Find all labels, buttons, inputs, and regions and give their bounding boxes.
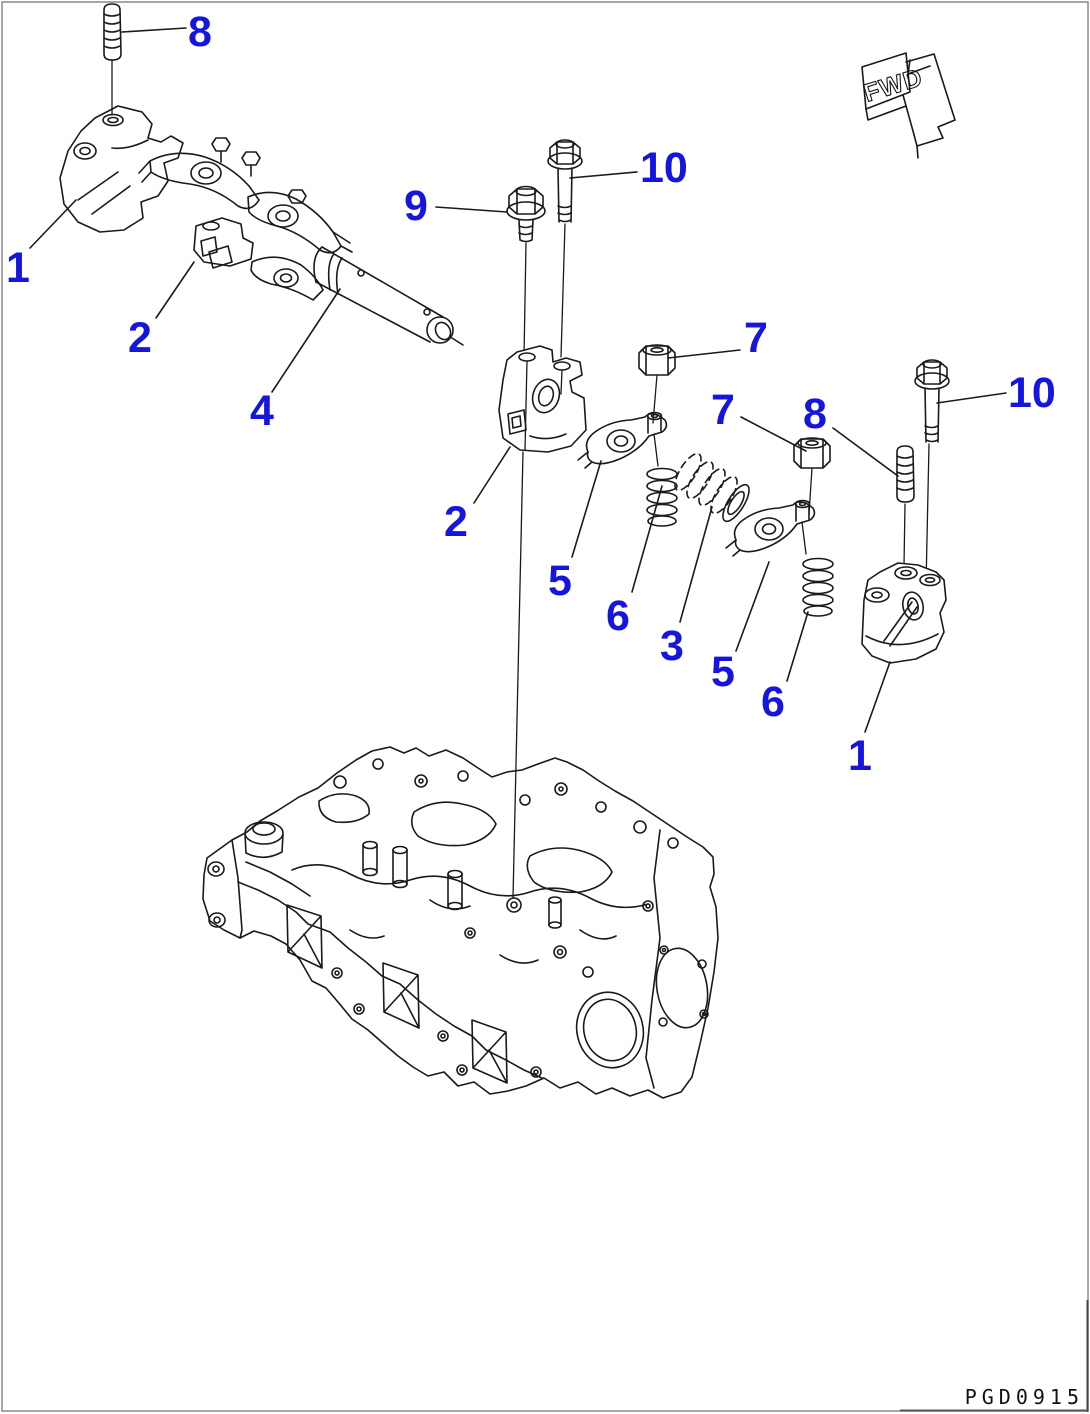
drawing-code: PGD0915 <box>965 1385 1084 1409</box>
rocker-shaft <box>313 246 464 346</box>
valve-spring-left <box>646 467 678 527</box>
stud-right <box>896 445 915 567</box>
part-number-callout: 9 <box>404 182 428 230</box>
part-number-callout: 8 <box>188 8 212 56</box>
part-number-callout: 4 <box>250 387 274 435</box>
valve-crosshead <box>674 452 750 523</box>
callout-leader-line <box>832 427 899 477</box>
rocker-bracket-2-exploded <box>498 345 587 453</box>
callout-leader-line <box>271 288 341 393</box>
nut-7-left <box>638 344 676 424</box>
part-number-callout: 1 <box>848 732 872 780</box>
bolt-10-right <box>914 359 950 587</box>
callout-leader-line <box>864 661 891 733</box>
rocker-assembly-group <box>59 105 464 346</box>
callout-leader-line <box>569 171 638 179</box>
rocker-bracket-1-exploded <box>861 562 947 664</box>
callout-leader-line <box>786 611 809 682</box>
callout-leader-line <box>473 446 511 504</box>
callout-leader-line <box>740 416 807 452</box>
valve-spring-right <box>802 557 834 617</box>
rocker-arm-5-right <box>725 499 816 557</box>
rocker-arms-assembled <box>138 137 353 301</box>
part-number-callout: 10 <box>640 144 688 192</box>
part-number-callout: 3 <box>660 622 684 670</box>
part-number-callout: 8 <box>803 390 827 438</box>
part-number-callout: 7 <box>711 386 735 434</box>
callout-leader-line <box>679 506 713 623</box>
callout-leader-line <box>667 349 741 359</box>
part-number-callout: 5 <box>548 557 572 605</box>
fwd-direction-marker: FWD <box>860 52 956 159</box>
bolt-9 <box>506 185 546 899</box>
part-number-callout: 7 <box>744 314 768 362</box>
rocker-bracket-1-assembled <box>59 105 184 233</box>
callout-leader-line <box>936 392 1007 404</box>
rocker-arm-5-left <box>577 411 668 469</box>
part-number-callout: 2 <box>128 314 152 362</box>
fwd-label: FWD <box>861 63 926 107</box>
cylinder-head <box>202 746 719 1099</box>
rocker-bracket-2-assembled <box>193 217 254 267</box>
callout-leader-line <box>29 199 77 249</box>
bolt-10-left <box>547 139 583 358</box>
part-number-callout: 6 <box>606 592 630 640</box>
part-number-callout: 2 <box>444 498 468 546</box>
part-number-callout: 10 <box>1008 369 1056 417</box>
callout-leader-line <box>435 206 508 213</box>
part-number-callout: 5 <box>711 648 735 696</box>
part-number-callout: 1 <box>6 244 30 292</box>
stud-left <box>103 3 122 116</box>
callout-leader-line <box>631 485 663 593</box>
part-number-callout: 6 <box>761 678 785 726</box>
callout-leader-line <box>571 460 602 558</box>
callout-leader-line <box>121 27 187 33</box>
callout-leader-line <box>735 561 770 652</box>
callout-leader-line <box>155 261 195 319</box>
